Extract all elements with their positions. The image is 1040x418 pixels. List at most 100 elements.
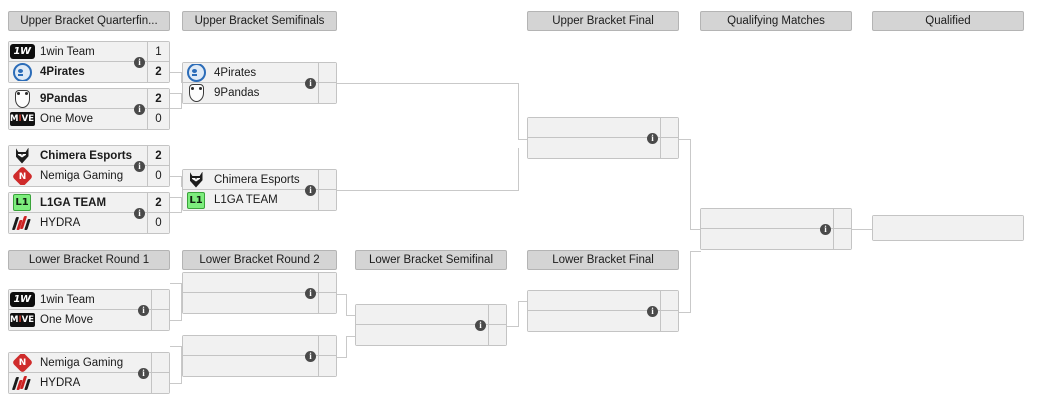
team-logo [9, 63, 35, 81]
match-info-icon[interactable]: i [647, 133, 658, 144]
round-header-ub-f[interactable]: Upper Bracket Final [527, 11, 679, 31]
match-row-bottom[interactable] [183, 293, 336, 313]
match-lbr2-1[interactable]: i [182, 272, 337, 314]
match-info-icon[interactable]: i [305, 78, 316, 89]
team-logo [183, 357, 209, 375]
round-header-lb-f[interactable]: Lower Bracket Final [527, 250, 679, 270]
qualified-slot[interactable] [872, 215, 1024, 241]
match-row-top[interactable] [701, 209, 851, 229]
logo-chimera-icon [15, 147, 29, 164]
match-info-icon[interactable]: i [305, 288, 316, 299]
team-logo: N [9, 167, 35, 185]
team-score: 2 [147, 89, 169, 108]
match-info-icon[interactable]: i [138, 368, 149, 379]
connector-line [170, 283, 182, 284]
match-info-icon[interactable]: i [134, 208, 145, 219]
team-logo [183, 337, 209, 355]
connector-line [337, 294, 347, 295]
match-row-bottom[interactable] [356, 325, 506, 345]
team-logo [9, 214, 35, 232]
connector-line [181, 176, 182, 187]
team-score [318, 190, 336, 210]
match-row-bottom[interactable] [183, 356, 336, 376]
connector-line [181, 197, 182, 213]
match-info-icon[interactable]: i [305, 351, 316, 362]
match-lbr2-2[interactable]: i [182, 335, 337, 377]
match-row-top[interactable] [183, 273, 336, 293]
round-header-ub-sf[interactable]: Upper Bracket Semifinals [182, 11, 337, 31]
round-header-qm[interactable]: Qualifying Matches [700, 11, 852, 31]
team-logo: N [9, 353, 35, 372]
match-row-bottom[interactable] [528, 311, 678, 331]
team-name: One Move [40, 314, 94, 326]
team-logo [183, 274, 209, 292]
connector-line [170, 108, 182, 109]
match-ubf1[interactable]: i [527, 117, 679, 159]
match-row-bottom[interactable] [701, 229, 851, 249]
round-header-lb-r2[interactable]: Lower Bracket Round 2 [182, 250, 337, 270]
match-info-icon[interactable]: i [647, 306, 658, 317]
match-info-icon[interactable]: i [134, 104, 145, 115]
team-name: 4Pirates [214, 66, 257, 79]
match-info-icon[interactable]: i [134, 161, 145, 172]
connector-line [518, 148, 519, 191]
logo-1win-icon: 1W [9, 44, 35, 59]
match-info-icon[interactable]: i [138, 305, 149, 316]
match-row-top[interactable]: 4Pirates [183, 63, 336, 83]
round-header-lb-r1[interactable]: Lower Bracket Round 1 [8, 250, 170, 270]
match-qm1[interactable]: i [700, 208, 852, 250]
connector-line [518, 139, 528, 140]
match-lbsf1[interactable]: i [355, 304, 507, 346]
team-logo [701, 230, 727, 248]
match-row-top[interactable]: Chimera Esports [183, 170, 336, 190]
round-header-lb-sf[interactable]: Lower Bracket Semifinal [355, 250, 507, 270]
match-info-icon[interactable]: i [134, 57, 145, 68]
connector-line [346, 315, 356, 316]
round-header-ub-qf[interactable]: Upper Bracket Quarterfin... [8, 11, 170, 31]
connector-line [346, 336, 347, 358]
connector-line [690, 229, 701, 230]
match-row-bottom[interactable] [528, 138, 678, 158]
connector-line [170, 346, 182, 347]
match-row-top[interactable] [356, 305, 506, 325]
match-info-icon[interactable]: i [305, 185, 316, 196]
team-logo: L1 [183, 191, 209, 209]
match-row-bottom[interactable]: HYDRA [9, 373, 169, 393]
match-row-top[interactable] [528, 118, 678, 138]
match-row-top[interactable] [528, 291, 678, 311]
match-lbf1[interactable]: i [527, 290, 679, 332]
team-name: 4Pirates [40, 66, 85, 78]
match-info-icon[interactable]: i [820, 224, 831, 235]
connector-line [679, 312, 690, 313]
connector-line [518, 301, 519, 327]
match-info-icon[interactable]: i [475, 320, 486, 331]
round-header-qual[interactable]: Qualified [872, 11, 1024, 31]
team-score: 0 [147, 213, 169, 233]
match-row-top[interactable] [183, 336, 336, 356]
match-row-bottom[interactable]: 9Pandas [183, 83, 336, 103]
